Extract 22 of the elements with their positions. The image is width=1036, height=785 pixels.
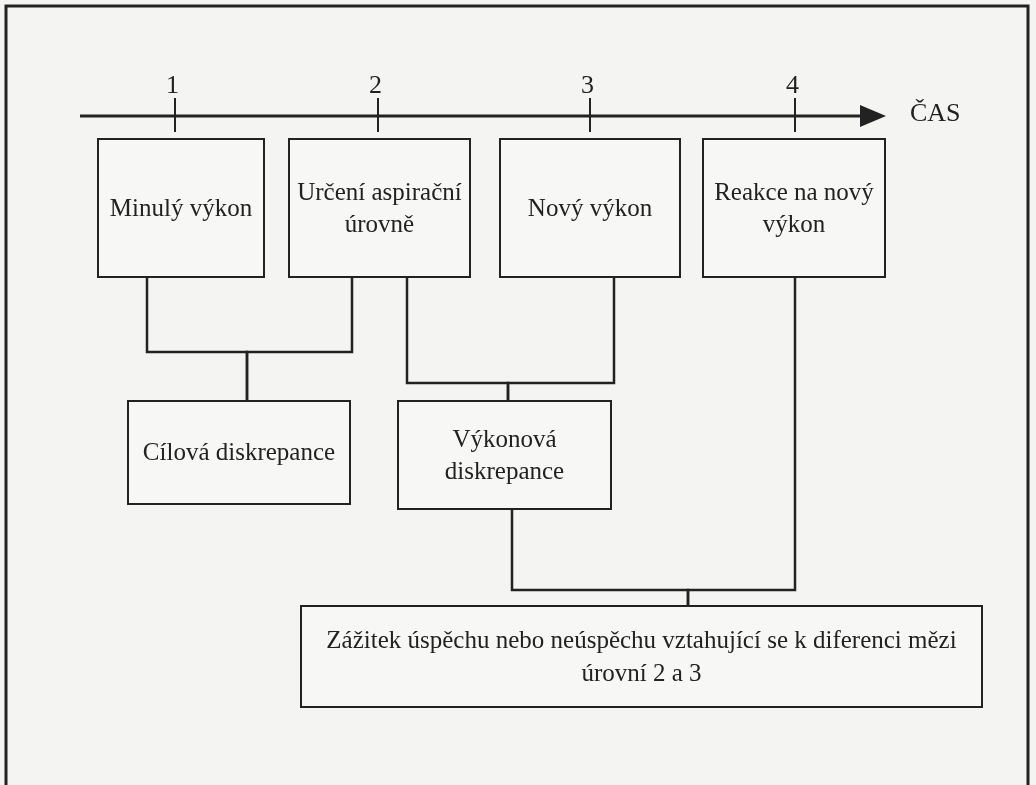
text-box bbox=[288, 138, 471, 278]
tick-label: 3 bbox=[581, 70, 594, 100]
bracket-connector bbox=[245, 278, 354, 400]
box-text: Cílová diskrepance bbox=[142, 437, 336, 468]
box-text: Výkonová diskrepance bbox=[443, 423, 566, 486]
box-text: Určení aspirační úrovně bbox=[296, 176, 463, 239]
text-box bbox=[397, 400, 612, 510]
axis-label: ČAS bbox=[910, 98, 961, 128]
text-box bbox=[702, 138, 886, 278]
bracket-connector bbox=[686, 278, 797, 605]
text-box bbox=[97, 138, 265, 278]
text-box bbox=[300, 605, 983, 708]
box-text: Nový výkon bbox=[527, 192, 653, 223]
tick-label: 2 bbox=[369, 70, 382, 100]
box-text: Minulý výkon bbox=[109, 192, 253, 223]
text-box bbox=[127, 400, 351, 505]
box-text: Reakce na nový výkon bbox=[713, 176, 875, 239]
bracket-connector bbox=[506, 278, 616, 400]
tick-label: 1 bbox=[166, 70, 179, 100]
box-text: Zážitek úspěchu nebo neúspěchu vztahující se k diferenci mězi úrovní 2 a 3 bbox=[325, 625, 958, 688]
tick-label: 4 bbox=[786, 70, 799, 100]
text-box bbox=[499, 138, 681, 278]
